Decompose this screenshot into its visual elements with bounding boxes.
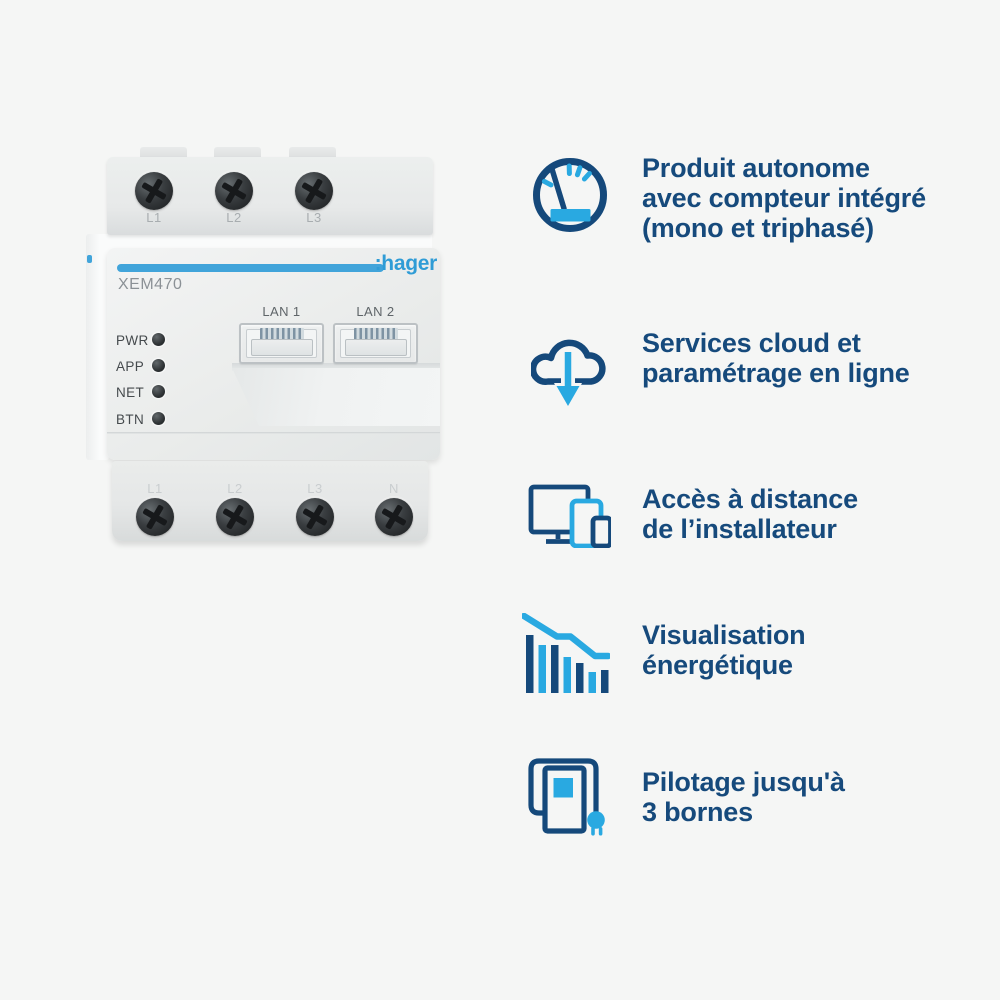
led-label: PWR	[116, 333, 149, 348]
screw-terminal-l2	[216, 498, 254, 536]
port-recess-shadow	[232, 363, 440, 371]
terminal-label: L1	[146, 210, 162, 225]
feature-line: paramétrage en ligne	[642, 358, 910, 388]
screw-terminal-l3	[295, 172, 333, 210]
feature-line: Accès à distance	[642, 484, 858, 514]
device-front-panel: :hager XEM470 LAN 1 LAN 2 PWR APP	[107, 248, 440, 460]
screw-terminal-l2	[215, 172, 253, 210]
led-label: APP	[116, 359, 145, 374]
terminal-tab	[214, 147, 261, 158]
led-row-btn: BTN	[116, 411, 186, 427]
feature-text-1: Produit autonome avec compteur intégré (…	[642, 153, 926, 243]
feature-text-2: Services cloud et paramétrage en ligne	[642, 328, 910, 388]
screw-terminal-l1	[135, 172, 173, 210]
lan2-port	[333, 323, 418, 364]
btn-led	[152, 412, 165, 425]
feature-line: (mono et triphasé)	[642, 213, 874, 243]
lan1-label: LAN 1	[262, 304, 301, 319]
screw-terminal-l3	[296, 498, 334, 536]
feature-line: Pilotage jusqu'à	[642, 767, 845, 797]
feature-line: énergétique	[642, 650, 793, 680]
screw-cross-slot	[368, 491, 420, 543]
terminal-tab	[140, 147, 187, 158]
screw-terminal-l1	[136, 498, 174, 536]
energy-bar-chart-icon	[522, 613, 610, 693]
feature-line: Visualisation	[642, 620, 806, 650]
screw-cross-slot	[289, 491, 341, 543]
remote-devices-icon	[528, 484, 611, 548]
gauge-meter-icon	[533, 158, 607, 232]
lan2-label: LAN 2	[356, 304, 395, 319]
led-row-net: NET	[116, 384, 186, 400]
hager-logo: :hager	[374, 252, 438, 275]
terminal-label: L3	[307, 481, 323, 496]
brand-stripe	[117, 264, 384, 272]
feature-line: Produit autonome	[642, 153, 870, 183]
bottom-terminal-block: L1 L2 L3 N	[112, 461, 428, 541]
rj45-pins	[259, 328, 304, 341]
feature-line: de l’installateur	[642, 514, 837, 544]
led-row-pwr: PWR	[116, 332, 186, 348]
led-row-app: APP	[116, 358, 186, 374]
pwr-led	[152, 333, 165, 346]
net-led	[152, 385, 165, 398]
terminal-label: L2	[226, 210, 242, 225]
top-terminal-block: L1 L2 L3	[107, 157, 433, 235]
screw-terminal-n	[375, 498, 413, 536]
led-label: BTN	[116, 412, 145, 427]
screw-cross-slot	[129, 491, 181, 543]
device-mid-band	[100, 234, 432, 251]
terminal-label: L3	[306, 210, 322, 225]
terminal-label: L1	[147, 481, 163, 496]
feature-line: Services cloud et	[642, 328, 861, 358]
feature-text-5: Pilotage jusqu'à 3 bornes	[642, 767, 845, 827]
port-recess	[232, 368, 440, 426]
terminal-tab	[289, 147, 336, 158]
ev-charging-station-icon	[528, 758, 605, 836]
app-led	[152, 359, 165, 372]
din-rail-strip	[86, 234, 109, 460]
rj45-socket	[340, 328, 411, 358]
feature-line: avec compteur intégré	[642, 183, 926, 213]
rj45-socket	[246, 328, 317, 358]
terminal-label: N	[389, 481, 399, 496]
feature-text-3: Accès à distance de l’installateur	[642, 484, 858, 544]
stripe-edge-mark	[87, 255, 92, 263]
screw-cross-slot	[209, 491, 261, 543]
lan1-port	[239, 323, 324, 364]
rj45-connector-body	[344, 339, 407, 356]
rj45-pins	[353, 328, 398, 341]
feature-line: 3 bornes	[642, 797, 753, 827]
led-label: NET	[116, 385, 145, 400]
panel-separator	[107, 432, 440, 434]
rj45-connector-body	[250, 339, 313, 356]
cloud-download-icon	[531, 339, 606, 409]
feature-text-4: Visualisation énergétique	[642, 620, 806, 680]
terminal-label: L2	[227, 481, 243, 496]
model-number: XEM470	[118, 276, 183, 293]
